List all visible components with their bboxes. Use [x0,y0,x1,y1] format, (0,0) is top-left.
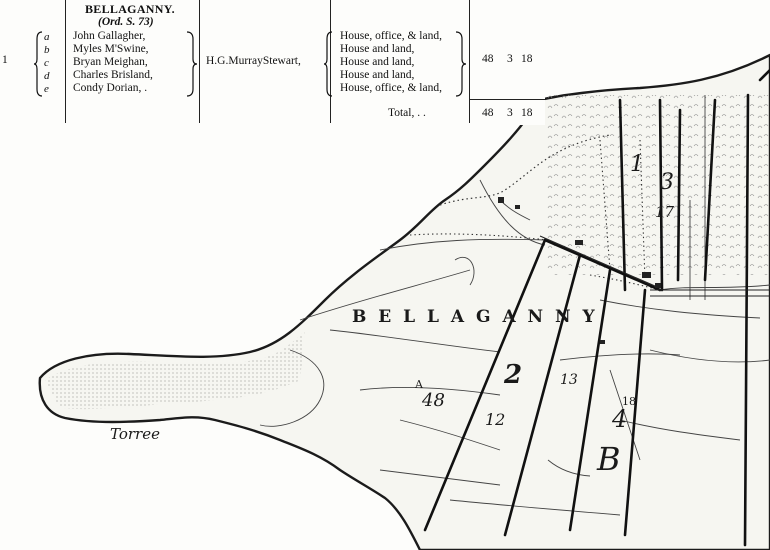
lot-letter: e [44,83,49,95]
occupier-name: John Gallagher, [73,30,146,42]
lot-letter-a: A [415,378,423,391]
table-rule [65,0,67,123]
road [539,235,770,297]
property-description: House and land, [340,69,415,81]
lot-area-13: 13 [560,372,578,388]
lessor-name: H.G.MurrayStewart, [206,55,301,67]
occupier-name: Charles Brisland, [73,69,153,81]
property-description: House, office, & land, [340,82,442,94]
total-acres: 48 [482,107,494,119]
description-brace [324,31,333,97]
lot-number-2: 2 [504,360,523,390]
lot-number-4: 4 [612,405,628,433]
left-brace [34,31,43,97]
lanes [409,139,661,291]
table-rule [469,0,471,123]
townland-name-label: B E L L A G A N N Y [352,307,598,327]
row-number: 1 [2,54,8,66]
occupier-name: Condy Dorian, . [73,82,148,94]
place-name-label: Torree [110,425,160,443]
description-close-brace [455,31,467,97]
lot-area-48: 48 [422,390,445,411]
property-description: House and land, [340,43,415,55]
field-boundaries [259,95,770,516]
total-rule [469,99,545,101]
total-label: Total, . . [388,107,426,119]
property-description: House, office, & land, [340,30,442,42]
occupier-name: Myles M'Swine, [73,43,149,55]
table-rule [330,0,332,123]
lot-letter: b [44,44,50,56]
area-perches: 18 [521,53,533,65]
table-rule [199,0,201,123]
lot-number-3: 3 [660,170,674,195]
valuation-table [0,0,545,125]
lot-divisions [423,68,770,547]
marsh-area [545,95,770,275]
occupier-brace [186,31,198,97]
lot-letter-b: B [597,440,621,478]
ordnance-reference: (Ord. S. 73) [98,16,154,28]
lot-letter: c [44,57,49,69]
peninsula-shore [45,330,305,410]
lot-area-18: 18 [622,395,636,408]
property-description: House and land, [340,56,415,68]
area-acres: 48 [482,53,494,65]
lot-area-17: 17 [655,203,675,221]
occupier-name: Bryan Meighan, [73,56,148,68]
total-roods: 3 [507,107,513,119]
buildings [498,197,661,344]
lot-number-1: 1 [630,152,644,177]
townland-heading: BELLAGANNY. [85,2,175,16]
lot-letter: d [44,70,50,82]
area-roods: 3 [507,53,513,65]
total-perches: 18 [521,107,533,119]
lot-area-12: 12 [485,410,506,429]
lot-letter: a [44,31,50,43]
